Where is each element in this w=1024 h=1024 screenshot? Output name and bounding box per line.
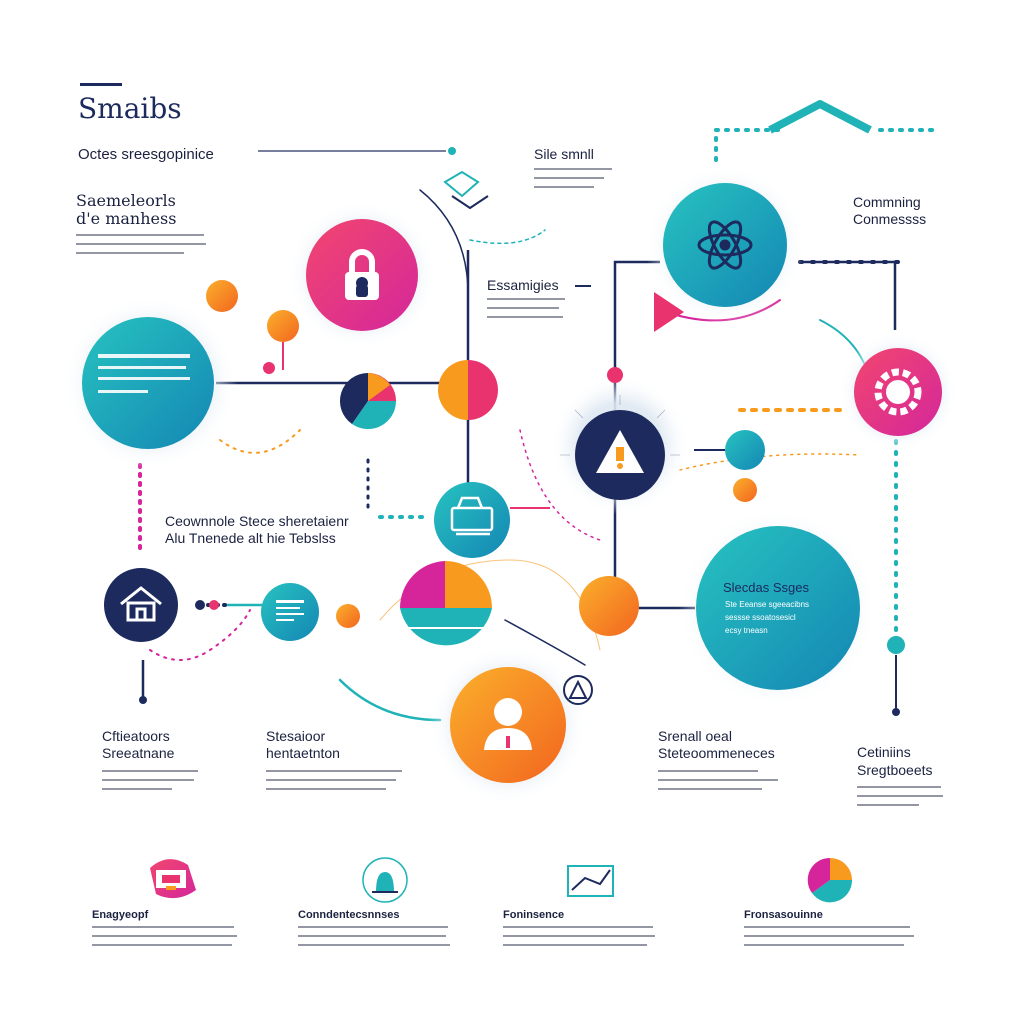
- text-lines: [487, 298, 567, 318]
- block-heading: Cftieatoors: [102, 728, 170, 744]
- warning-rays: [560, 395, 680, 456]
- play-triangle-icon: [654, 292, 684, 332]
- subtitle-rule: [258, 147, 456, 155]
- block-heading: Commning: [853, 194, 921, 210]
- pie-chart-icon: [339, 373, 396, 430]
- report-icon: [276, 600, 304, 621]
- gear-icon: [874, 368, 922, 416]
- block-heading: Alu Tnenede alt hie Tebslss: [165, 530, 336, 546]
- block-heading: Sile smnll: [534, 146, 594, 162]
- block-heading: Steteoommeneces: [658, 745, 775, 761]
- block-heading: Essamigies: [487, 277, 559, 293]
- orange-dot: [206, 280, 238, 312]
- teal-dot: [725, 430, 765, 470]
- text-lines: [102, 770, 202, 790]
- block-heading: Conmessss: [853, 211, 927, 227]
- orange-dot: [733, 478, 757, 502]
- title-rule: [80, 83, 122, 86]
- block-heading: Sreeatnane: [102, 745, 175, 761]
- block-heading: Saemeleorls: [76, 191, 176, 210]
- footer-bell-icon: [362, 857, 408, 903]
- report-circle: [261, 583, 319, 641]
- block-heading: Cetiniins: [857, 744, 911, 760]
- half-circle-chart-icon: [438, 360, 498, 420]
- document-icon: [450, 496, 494, 536]
- connector-tick: [575, 285, 591, 287]
- text-lines: [658, 770, 783, 790]
- navy-dot: [139, 696, 147, 704]
- footer-text-lines: [503, 926, 658, 946]
- home-circle: [104, 568, 178, 642]
- footer-caption: Conndentecsnnses: [298, 909, 400, 921]
- document-circle: [434, 482, 510, 558]
- orange-circle: [579, 576, 639, 636]
- footer-chart-icon: [567, 865, 614, 897]
- left-circle-text-lines: [98, 354, 190, 393]
- dotted-paths: [138, 128, 942, 722]
- big-circle-heading: Slecdas Ssges: [723, 580, 809, 595]
- text-lines: [266, 770, 406, 790]
- big-circle-line: sessse ssoatosesicl: [725, 613, 796, 622]
- pink-dot: [263, 362, 275, 374]
- text-lines: [857, 786, 947, 806]
- navy-dot: [892, 708, 900, 716]
- text-lines: [534, 168, 614, 188]
- footer-text-lines: [92, 926, 237, 946]
- footer-text-lines: [298, 926, 453, 946]
- home-icon: [120, 586, 162, 622]
- diamond-outline-icon: [443, 170, 489, 210]
- block-heading: Srenall oeal: [658, 728, 732, 744]
- footer-document-icon: [150, 859, 196, 899]
- footer-caption: Fronsasouinne: [744, 909, 823, 921]
- left-teal-circle: [82, 317, 214, 449]
- footer-caption: Foninsence: [503, 909, 565, 921]
- teal-dot: [887, 636, 905, 654]
- block-heading: hentaetnton: [266, 745, 340, 761]
- big-circle-line: ecsy tneasn: [725, 626, 768, 635]
- footer-text-lines: [744, 926, 914, 946]
- footer-caption: Enagyeopf: [92, 909, 149, 921]
- warning-icon: [596, 430, 644, 473]
- page-subtitle: Octes sreesgopinice: [78, 146, 214, 163]
- orange-dot: [336, 604, 360, 628]
- pink-dot: [607, 367, 623, 383]
- big-circle-line: Ste Eeanse sgeeacibns: [725, 600, 810, 609]
- big-teal-circle: [696, 526, 860, 690]
- atom-icon: [697, 220, 753, 270]
- page-title: Smaibs: [78, 92, 182, 125]
- block-heading: Ceownnole Stece sheretaienr: [165, 513, 349, 529]
- large-pie-chart: [400, 561, 492, 646]
- block-heading: Sregtboeets: [857, 762, 933, 778]
- chevron-logo-icon: [768, 100, 872, 134]
- block-heading: d'e manhess: [76, 209, 177, 228]
- block-heading: Stesaioor: [266, 728, 326, 744]
- navy-dot: [195, 600, 205, 610]
- footer-pie-icon: [807, 857, 853, 903]
- lock-icon: [345, 249, 379, 300]
- orange-dot: [267, 310, 299, 342]
- user-icon: [484, 698, 532, 750]
- signal-icon: [563, 675, 593, 705]
- pink-dot: [209, 600, 219, 610]
- text-lines: [76, 234, 206, 254]
